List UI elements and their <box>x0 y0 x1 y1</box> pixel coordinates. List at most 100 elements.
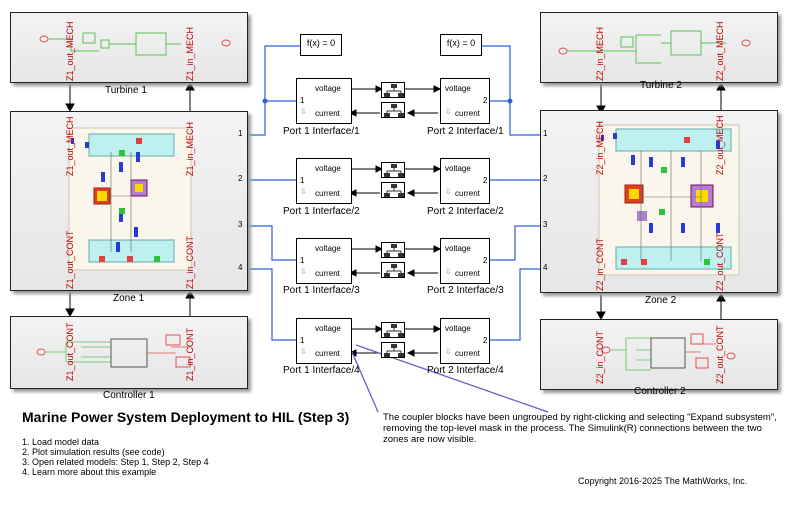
voltage-port: voltage <box>315 324 341 333</box>
coupler-block-2-current[interactable] <box>381 182 405 198</box>
zone-1-label: Zone 1 <box>113 293 145 304</box>
controller-2-block[interactable]: Z2_in_CONT Z2_out_CONT <box>540 319 778 390</box>
z1-in-mech-label: Z1_in_MECH <box>185 26 195 81</box>
zone-1-port-z1-out-mech: Z1_out_MECH <box>65 116 75 176</box>
controller-1-block[interactable]: Z1_out_CONT Z1_in_CONT <box>10 316 248 389</box>
voltage-port: voltage <box>445 324 471 333</box>
network-icon <box>384 184 404 197</box>
z2-in-cont-label: Z2_in_CONT <box>595 330 605 384</box>
zone-1-port-z1-out-cont: Z1_out_CONT <box>65 230 75 289</box>
down-arrow-icon: ⇩ <box>445 347 452 356</box>
controller-1-label: Controller 1 <box>103 390 155 401</box>
network-icon <box>384 324 404 337</box>
current-port: current <box>455 109 480 118</box>
current-port: current <box>315 349 340 358</box>
zone-2-port-z2-out-mech: Z2_out_MECH <box>715 115 725 175</box>
line-zone1-port3 <box>248 225 296 261</box>
zone-2-port-2: 2 <box>543 174 548 183</box>
conn-port-number: 1 <box>300 336 305 345</box>
zone-1-thumbnail <box>68 127 192 271</box>
down-arrow-icon: ⇩ <box>445 267 452 276</box>
port-2-interface-2-label: Port 2 Interface/2 <box>427 206 504 217</box>
zone-1-port-z1-in-mech: Z1_in_MECH <box>185 121 195 176</box>
coupler-block-2-voltage[interactable] <box>381 162 405 178</box>
port-2-interface-2[interactable]: voltage 2 ⇩ current <box>440 158 490 204</box>
port-1-interface-4[interactable]: voltage 1 ⇩ current <box>296 318 352 364</box>
port-1-interface-2-label: Port 1 Interface/2 <box>283 206 360 217</box>
coupler-block-1-current[interactable] <box>381 102 405 118</box>
port-1-interface-2[interactable]: voltage 1 ⇩ current <box>296 158 352 204</box>
port-2-interface-1[interactable]: voltage 2 ⇩ current <box>440 78 490 124</box>
down-arrow-icon: ⇩ <box>445 107 452 116</box>
step-learn-more[interactable]: 4. Learn more about this example <box>22 467 157 477</box>
step-open-related-models[interactable]: 3. Open related models: Step 1, Step 2, … <box>22 457 209 467</box>
turbine-2-block[interactable]: Z2_in_MECH Z2_out_MECH <box>540 12 778 83</box>
coupler-block-4-current[interactable] <box>381 342 405 358</box>
voltage-port: voltage <box>445 164 471 173</box>
conn-port-number: 2 <box>483 256 488 265</box>
port-2-interface-4[interactable]: voltage 2 ⇩ current <box>440 318 490 364</box>
zone-2-port-1: 1 <box>543 129 548 138</box>
zone-2-port-z2-in-mech: Z2_in_MECH <box>595 120 605 175</box>
z2-out-cont-label: Z2_out_CONT <box>715 325 725 384</box>
network-icon <box>384 264 404 277</box>
port-1-interface-1[interactable]: voltage 1 ⇩ current <box>296 78 352 124</box>
controller-1-thumbnail <box>36 334 191 368</box>
conn-port-number: 1 <box>300 96 305 105</box>
zone-1-port-4: 4 <box>238 263 243 272</box>
voltage-port: voltage <box>315 164 341 173</box>
coupler-block-3-voltage[interactable] <box>381 242 405 258</box>
voltage-port: voltage <box>315 244 341 253</box>
port-1-interface-3[interactable]: voltage 1 ⇩ current <box>296 238 352 284</box>
network-icon <box>384 244 404 257</box>
port-2-interface-3[interactable]: voltage 2 ⇩ current <box>440 238 490 284</box>
solver-config-block-2[interactable]: f(x) = 0 <box>440 34 482 56</box>
coupler-block-3-current[interactable] <box>381 262 405 278</box>
z1-in-cont-label: Z1_in_CONT <box>185 327 195 381</box>
line-zone1-port1 <box>248 45 300 136</box>
zone-1-port-3: 3 <box>238 220 243 229</box>
zone-1-block[interactable]: Z1_out_MECH Z1_in_MECH Z1_out_CONT Z1_in… <box>10 111 248 291</box>
solver-config-label-2: f(x) = 0 <box>446 38 476 48</box>
step-plot-results[interactable]: 2. Plot simulation results (see code) <box>22 447 165 457</box>
z2-out-mech-label: Z2_out_MECH <box>715 21 725 81</box>
z2-in-mech-label: Z2_in_MECH <box>595 26 605 81</box>
line-zone2-port1 <box>482 45 540 136</box>
coupler-block-1-voltage[interactable] <box>381 82 405 98</box>
coupler-annotation: The coupler blocks have been ungrouped b… <box>383 412 777 445</box>
down-arrow-icon: ⇩ <box>445 187 452 196</box>
z1-out-cont-label: Z1_out_CONT <box>65 322 75 381</box>
network-icon <box>384 344 404 357</box>
conn-port-number: 1 <box>300 256 305 265</box>
turbine-1-thumbnail <box>39 32 231 56</box>
down-arrow-icon: ⇩ <box>300 107 307 116</box>
coupler-block-4-voltage[interactable] <box>381 322 405 338</box>
down-arrow-icon: ⇩ <box>300 347 307 356</box>
turbine-1-block[interactable]: Z1_out_MECH Z1_in_MECH <box>10 12 248 83</box>
solver-config-block-1[interactable]: f(x) = 0 <box>300 34 342 56</box>
line-zone2-port3 <box>490 225 540 261</box>
controller-2-label: Controller 2 <box>634 386 686 397</box>
solver-config-label-1: f(x) = 0 <box>306 38 336 48</box>
turbine-2-label: Turbine 2 <box>640 80 682 91</box>
copyright-notice: Copyright 2016-2025 The MathWorks, Inc. <box>578 476 748 486</box>
zone-2-port-4: 4 <box>543 263 548 272</box>
conn-port-number: 1 <box>300 176 305 185</box>
network-icon <box>384 104 404 117</box>
controller-2-thumbnail <box>601 333 736 371</box>
zone-1-port-1: 1 <box>238 129 243 138</box>
network-icon <box>384 164 404 177</box>
down-arrow-icon: ⇩ <box>300 187 307 196</box>
z1-out-mech-label: Z1_out_MECH <box>65 21 75 81</box>
voltage-port: voltage <box>445 84 471 93</box>
zone-2-block[interactable]: Z2_in_MECH Z2_out_MECH Z2_in_CONT Z2_out… <box>540 110 778 293</box>
current-port: current <box>315 269 340 278</box>
conn-port-number: 2 <box>483 96 488 105</box>
zone-1-port-2: 2 <box>238 174 243 183</box>
port-2-interface-1-label: Port 2 Interface/1 <box>427 126 504 137</box>
current-port: current <box>455 349 480 358</box>
turbine-2-thumbnail <box>558 30 751 64</box>
port-2-interface-4-label: Port 2 Interface/4 <box>427 365 504 376</box>
step-load-model-data[interactable]: 1. Load model data <box>22 437 100 447</box>
port-1-interface-4-label: Port 1 Interface/4 <box>283 365 360 376</box>
